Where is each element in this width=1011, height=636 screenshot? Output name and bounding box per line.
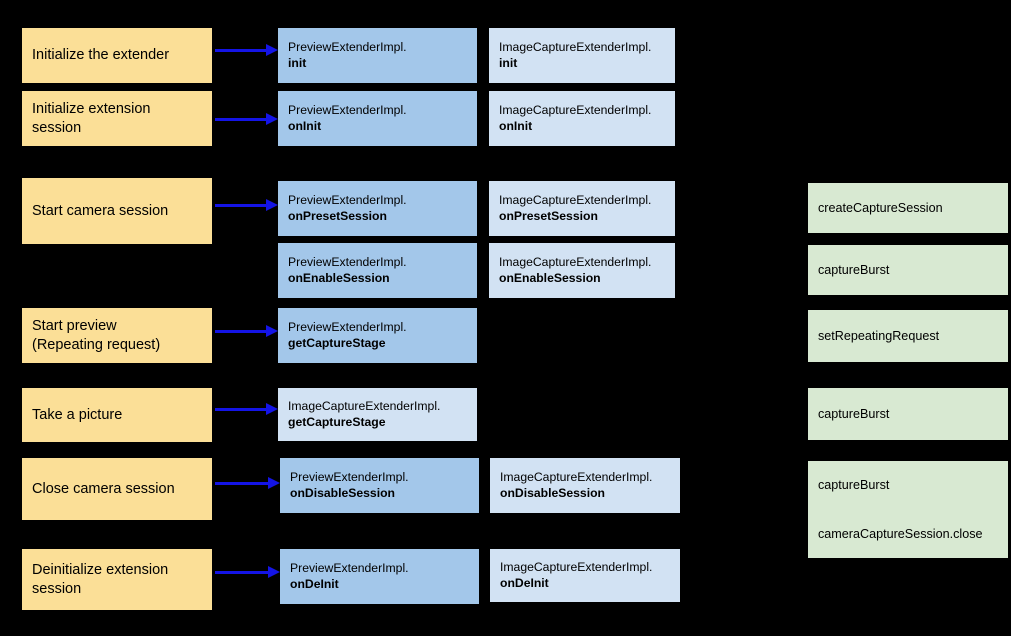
camera2-call-box: captureBurst xyxy=(808,245,1008,295)
stage-box: Start camera session xyxy=(22,178,212,244)
stage-box: Close camera session xyxy=(22,458,212,520)
class-name-label: ImageCaptureExtenderImpl. xyxy=(499,254,652,269)
image-capture-extender-box: ImageCaptureExtenderImpl.onDisableSessio… xyxy=(490,458,680,513)
arrow-head xyxy=(266,325,278,337)
stage-box: Take a picture xyxy=(22,388,212,442)
method-name-label: getCaptureStage xyxy=(288,414,386,429)
image-capture-extender-box: ImageCaptureExtenderImpl.onEnableSession xyxy=(489,243,675,298)
class-name-label: PreviewExtenderImpl. xyxy=(290,469,409,484)
camera2-call-label: createCaptureSession xyxy=(818,200,943,215)
preview-extender-box: PreviewExtenderImpl.onInit xyxy=(278,91,477,146)
stage-box: Deinitialize extension session xyxy=(22,549,212,610)
flow-arrow-icon xyxy=(215,477,280,489)
arrow-head xyxy=(266,403,278,415)
stage-label: Take a picture xyxy=(32,406,123,423)
flow-arrow-icon xyxy=(215,403,278,415)
arrow-shaft xyxy=(215,118,267,121)
camera2-call-label: captureBurst xyxy=(818,406,890,421)
class-name-label: ImageCaptureExtenderImpl. xyxy=(288,398,441,413)
flow-arrow-icon xyxy=(215,113,278,125)
method-name-label: init xyxy=(288,55,307,70)
stage-box: Start preview (Repeating request) xyxy=(22,308,212,363)
flow-arrow-icon xyxy=(215,199,278,211)
camera2-call-box: createCaptureSession xyxy=(808,183,1008,233)
camera2-call-box: captureBurst xyxy=(808,388,1008,440)
image-capture-extender-box: ImageCaptureExtenderImpl.init xyxy=(489,28,675,83)
arrow-head xyxy=(268,477,280,489)
image-capture-extender-box: ImageCaptureExtenderImpl.onPresetSession xyxy=(489,181,675,236)
preview-extender-box: PreviewExtenderImpl.onEnableSession xyxy=(278,243,477,298)
stage-label: Start camera session xyxy=(32,202,169,219)
camera2-call-box: setRepeatingRequest xyxy=(808,310,1008,362)
method-name-label: onInit xyxy=(499,118,533,133)
arrow-head xyxy=(268,566,280,578)
method-name-label: onDeInit xyxy=(500,575,549,590)
camera2-call-label: captureBurst xyxy=(818,478,890,493)
class-name-label: ImageCaptureExtenderImpl. xyxy=(499,102,652,117)
image-capture-extender-box: ImageCaptureExtenderImpl.onInit xyxy=(489,91,675,146)
arrow-shaft xyxy=(215,204,267,207)
class-name-label: ImageCaptureExtenderImpl. xyxy=(499,192,652,207)
method-name-label: onPresetSession xyxy=(499,208,598,223)
class-name-label: PreviewExtenderImpl. xyxy=(290,560,409,575)
stage-box: Initialize extension session xyxy=(22,91,212,146)
method-name-label: onEnableSession xyxy=(499,270,601,285)
arrow-head xyxy=(266,44,278,56)
camera2-call-box: captureBurst xyxy=(808,461,1008,510)
camera2-call-box: cameraCaptureSession.close xyxy=(808,510,1008,558)
class-name-label: PreviewExtenderImpl. xyxy=(288,319,407,334)
method-name-label: onEnableSession xyxy=(288,270,390,285)
class-name-label: PreviewExtenderImpl. xyxy=(288,192,407,207)
arrow-head xyxy=(266,113,278,125)
arrow-shaft xyxy=(215,408,267,411)
preview-extender-box: PreviewExtenderImpl.getCaptureStage xyxy=(278,308,477,363)
preview-extender-box: PreviewExtenderImpl.onDisableSession xyxy=(280,458,479,513)
arrow-shaft xyxy=(215,330,267,333)
class-name-label: PreviewExtenderImpl. xyxy=(288,39,407,54)
camera2-call-label: captureBurst xyxy=(818,262,890,277)
class-name-label: ImageCaptureExtenderImpl. xyxy=(500,559,653,574)
flow-arrow-icon xyxy=(215,325,278,337)
class-name-label: ImageCaptureExtenderImpl. xyxy=(500,469,653,484)
arrow-head xyxy=(266,199,278,211)
arrow-shaft xyxy=(215,49,267,52)
preview-extender-box: PreviewExtenderImpl.init xyxy=(278,28,477,83)
arrow-shaft xyxy=(215,482,269,485)
method-name-label: init xyxy=(499,55,518,70)
class-name-label: ImageCaptureExtenderImpl. xyxy=(499,39,652,54)
class-name-label: PreviewExtenderImpl. xyxy=(288,102,407,117)
stage-label: Initialize the extender xyxy=(32,47,170,64)
arrow-shaft xyxy=(215,571,269,574)
image-capture-extender-box: ImageCaptureExtenderImpl.getCaptureStage xyxy=(278,388,477,441)
class-name-label: PreviewExtenderImpl. xyxy=(288,254,407,269)
method-name-label: onInit xyxy=(288,118,322,133)
preview-extender-box: PreviewExtenderImpl.onDeInit xyxy=(280,549,479,604)
stage-label: Start preview (Repeating request) xyxy=(32,317,161,353)
camera2-call-label: cameraCaptureSession.close xyxy=(818,526,983,541)
method-name-label: onDeInit xyxy=(290,576,339,591)
method-name-label: onDisableSession xyxy=(500,485,605,500)
method-name-label: getCaptureStage xyxy=(288,335,386,350)
flow-arrow-icon xyxy=(215,44,278,56)
method-name-label: onDisableSession xyxy=(290,485,395,500)
camera2-call-label: setRepeatingRequest xyxy=(818,328,940,343)
image-capture-extender-box: ImageCaptureExtenderImpl.onDeInit xyxy=(490,549,680,602)
flow-arrow-icon xyxy=(215,566,280,578)
stage-label: Deinitialize extension session xyxy=(32,561,169,597)
stage-label: Close camera session xyxy=(32,480,175,497)
stage-label: Initialize extension session xyxy=(32,100,151,136)
preview-extender-box: PreviewExtenderImpl.onPresetSession xyxy=(278,181,477,236)
stage-box: Initialize the extender xyxy=(22,28,212,83)
method-name-label: onPresetSession xyxy=(288,208,387,223)
